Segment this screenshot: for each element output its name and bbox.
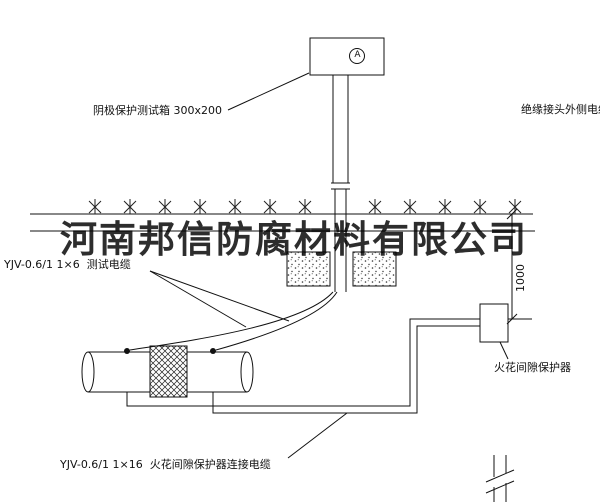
spark-protector-leader <box>499 341 509 360</box>
meter-circle <box>349 48 365 64</box>
label-test-box: 阴极保护测试箱 300x200 <box>93 104 222 117</box>
leader-lines <box>149 72 348 459</box>
label-test-cable: YJV-0.6/1 1×6 测试电缆 <box>4 258 131 271</box>
pipeline <box>81 345 254 398</box>
leader-test-cable-2 <box>149 270 247 328</box>
leader-spark-cable <box>287 412 348 459</box>
leader-test-box <box>227 72 310 111</box>
dimension-tick-top <box>506 208 518 220</box>
meter-letter: A <box>354 50 361 60</box>
spark-gap-protector <box>479 303 509 360</box>
label-spark-cable: YJV-0.6/1 1×16 火花间隙保护器连接电缆 <box>60 458 271 471</box>
pipe-break-symbol <box>485 455 515 502</box>
test-box <box>309 37 385 76</box>
spark-cable-right <box>212 325 480 414</box>
watermark-text: 河南邦信防腐材料有限公司 <box>60 217 528 261</box>
dimension-tick-bottom <box>506 313 518 325</box>
label-outer-cable: 绝缘接头外侧电缆 <box>521 103 600 116</box>
test-cable-right <box>215 291 338 351</box>
post-conduit <box>331 75 350 292</box>
cables <box>126 291 480 414</box>
terminal-right <box>210 348 216 354</box>
dimension-value: 1000 <box>514 264 527 292</box>
ground-line <box>30 213 535 232</box>
label-spark-protector: 火花间隙保护器 <box>494 361 571 374</box>
terminal-left <box>124 348 130 354</box>
concrete-covers <box>286 251 397 287</box>
pipe-end-right <box>240 351 254 393</box>
test-cable-left <box>129 291 334 351</box>
dimension-line: 1000 <box>506 208 532 325</box>
spark-cable-left <box>126 318 480 407</box>
pipe-end-left <box>81 351 95 393</box>
leader-test-cable-1 <box>149 270 290 322</box>
